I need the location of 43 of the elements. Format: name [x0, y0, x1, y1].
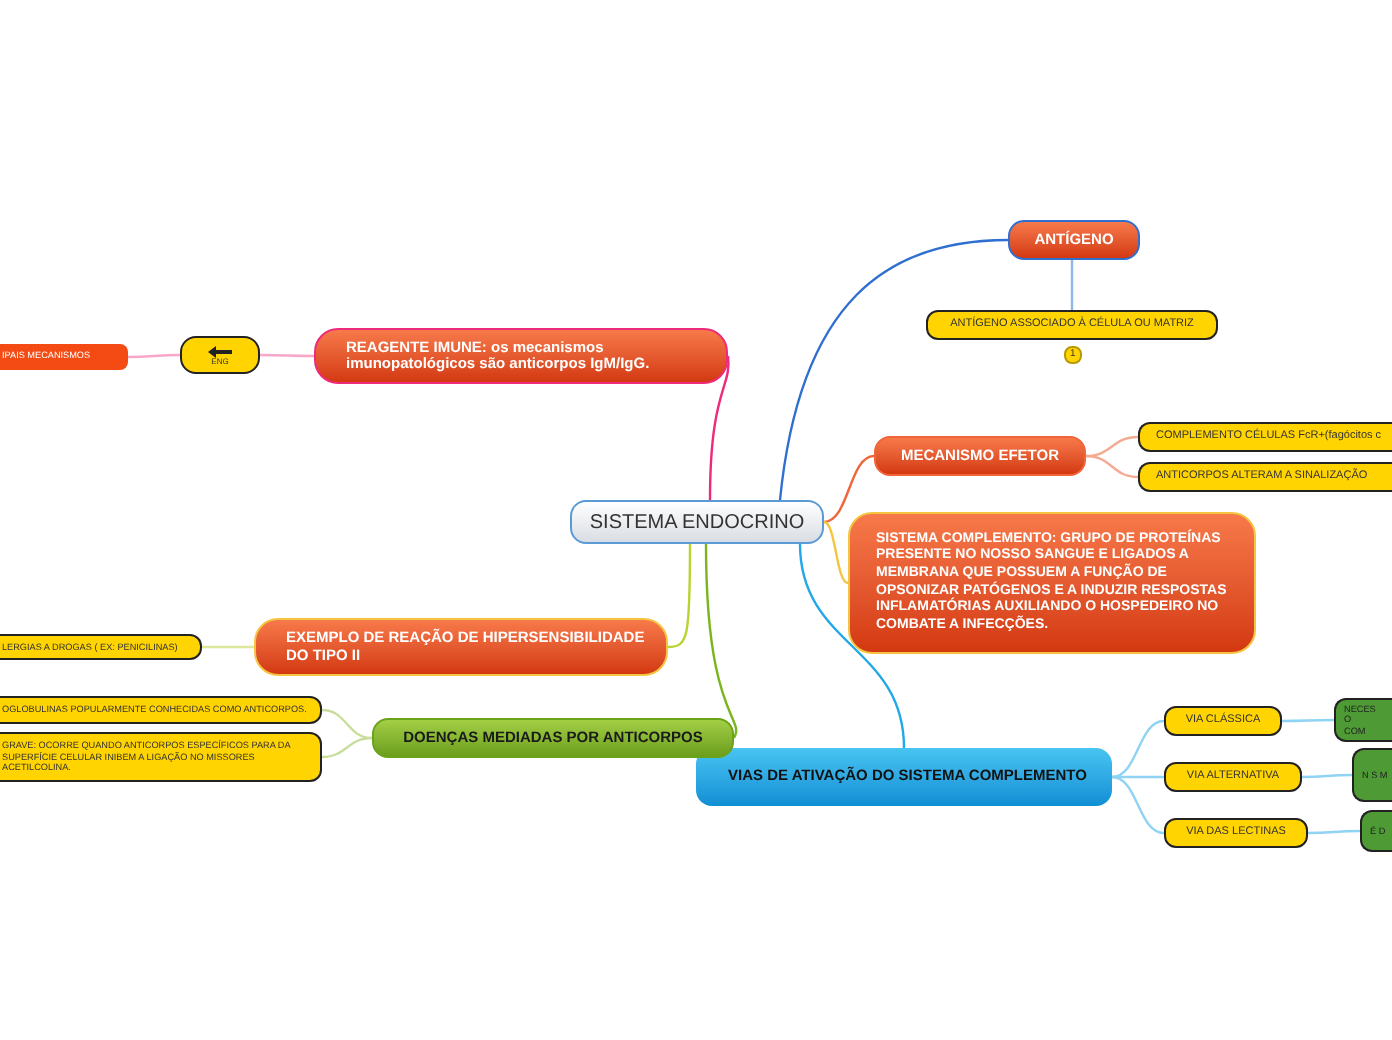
- subtopic-box: [1138, 462, 1392, 492]
- topic-box: [254, 618, 668, 676]
- connector-line: [708, 355, 730, 501]
- subtopic-box: [1352, 748, 1392, 802]
- connector-line: [1085, 435, 1139, 458]
- subtopic-box: [1164, 706, 1282, 736]
- connector-line: [823, 520, 849, 585]
- topic-box: [874, 436, 1086, 476]
- connector-line: [1302, 773, 1352, 779]
- connector-line: [1112, 775, 1164, 779]
- connector-line: [1282, 718, 1334, 723]
- connector-line: [128, 353, 180, 359]
- subtopic-box: [180, 336, 260, 374]
- connector-line: [1070, 260, 1074, 310]
- subtopic-box: [1164, 818, 1308, 848]
- subtopic-box: [0, 696, 322, 724]
- subtopic-box: [1334, 698, 1392, 742]
- central-topic: [570, 500, 824, 544]
- subtopic-box: [0, 634, 202, 660]
- connector-line: [823, 454, 875, 524]
- connector-line: [778, 238, 1009, 501]
- connector-line: [260, 353, 314, 358]
- connector-line: [321, 708, 373, 740]
- topic-box: [696, 748, 1112, 806]
- subtopic-box: [0, 732, 322, 782]
- subtopic-box: [1360, 810, 1392, 852]
- subtopic-box: [0, 344, 128, 370]
- connector-line: [1085, 454, 1139, 479]
- connector-line: [202, 645, 254, 649]
- connector-line: [1111, 719, 1165, 779]
- topic-box: [1008, 220, 1140, 260]
- topic-box: [372, 718, 734, 758]
- topic-box: [848, 512, 1256, 654]
- connector-line: [704, 543, 738, 739]
- topic-box: [314, 328, 728, 384]
- connector-line: [321, 736, 373, 759]
- connector-line: [1111, 775, 1165, 835]
- subtopic-box: [926, 310, 1218, 340]
- connector-line: [1308, 829, 1360, 835]
- node-text: SISTEMA ENDOCRINO: [589, 509, 805, 537]
- subtopic-box: [1164, 762, 1302, 792]
- subtopic-box: [1138, 422, 1392, 452]
- connector-line: [798, 543, 906, 749]
